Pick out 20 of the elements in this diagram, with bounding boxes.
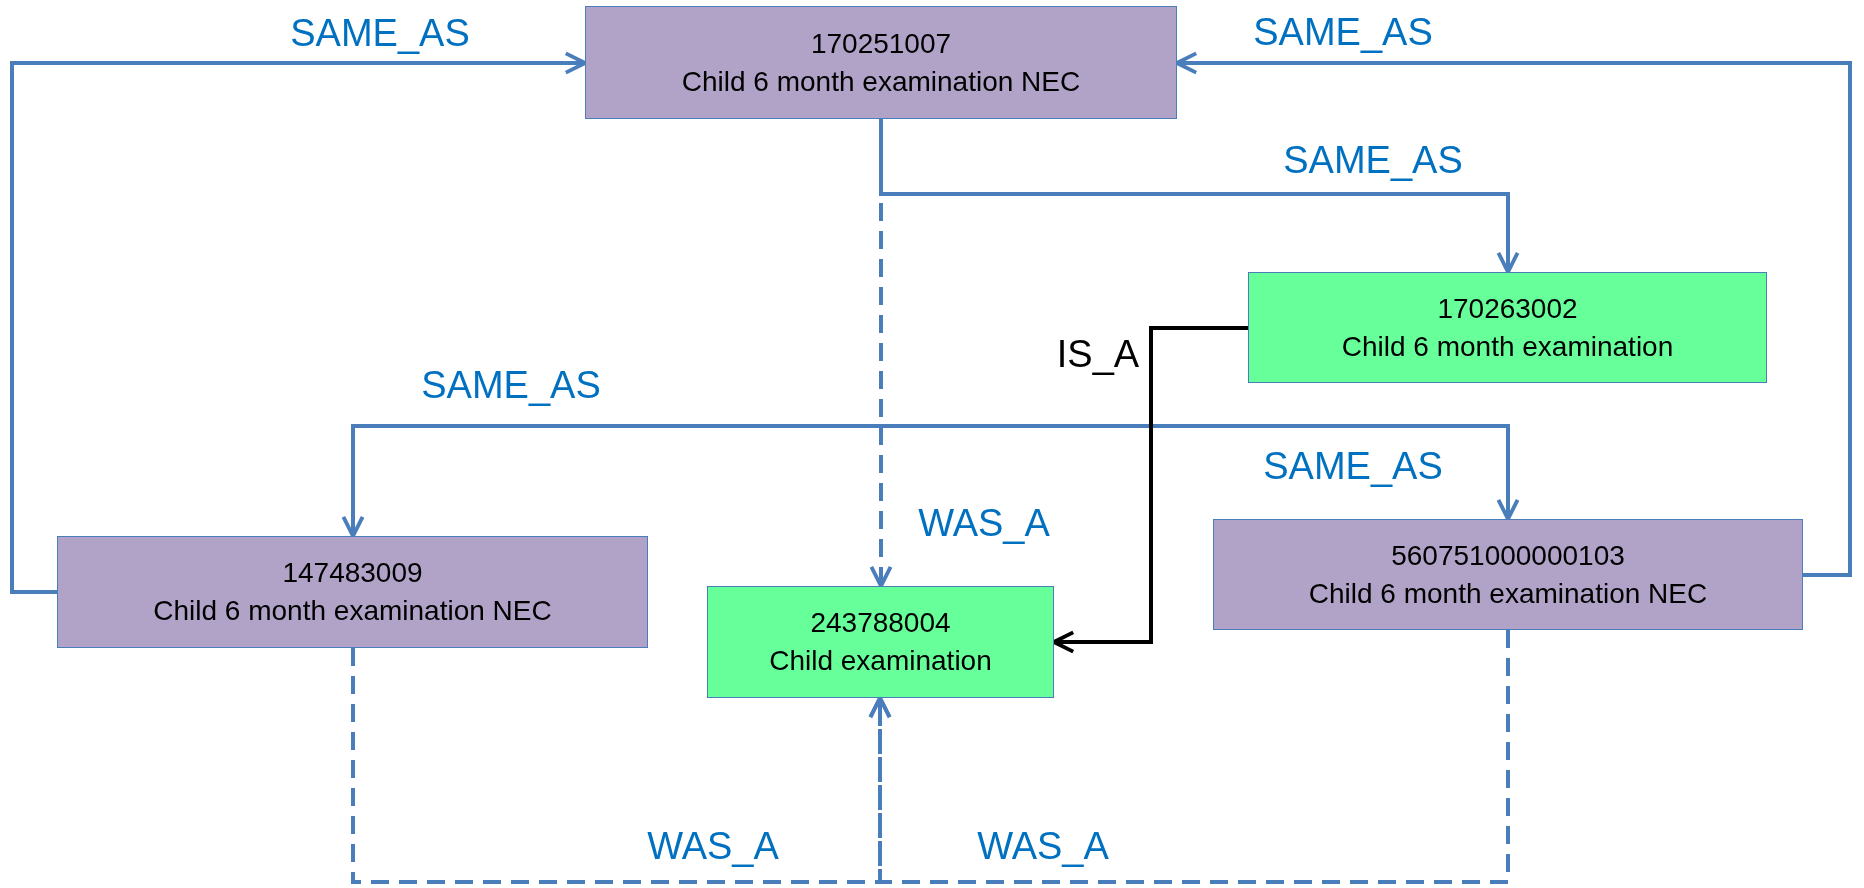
relationship-arrow [869,119,893,588]
relationship-arrow [868,630,1510,884]
concept-id: 147483009 [282,556,423,591]
concept-box [1248,272,1767,383]
relationship-arrow [1052,326,1248,654]
concept-id: 560751000000103 [1391,538,1625,573]
concept-id: 170251007 [810,26,952,61]
concept-name: Child 6 month examination NEC [681,64,1081,99]
relationship-arrow [1175,51,1852,577]
concept-box [57,536,648,648]
relationship-arrow [10,51,587,594]
concept-id: 243788004 [810,606,951,641]
concept-box [585,6,1177,119]
concept-name: Child examination [769,644,992,678]
concept-box [707,586,1054,698]
concept-name: Child 6 month examination NEC [1308,576,1708,611]
concept-id: 170263002 [1437,291,1578,326]
concept-box [1213,519,1803,630]
concept-name: Child 6 month examination NEC [153,594,552,628]
concept-name: Child 6 month examination [1341,329,1674,364]
